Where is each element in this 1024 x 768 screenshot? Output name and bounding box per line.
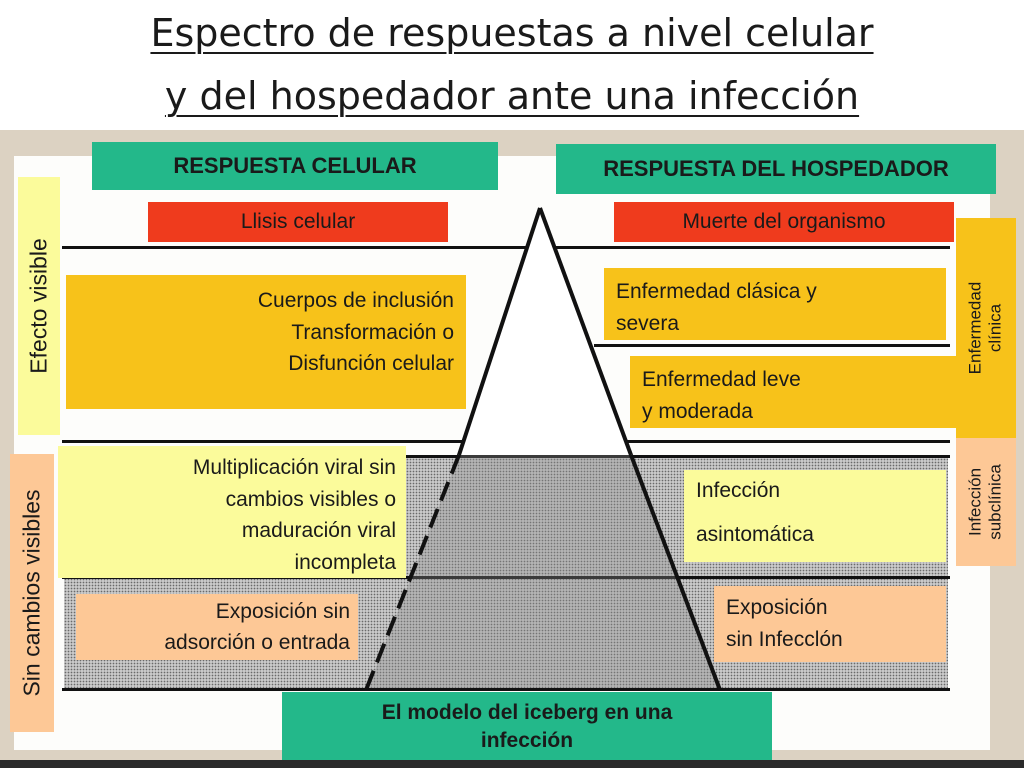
side-label-clinical-disease: Enfermedad clínica: [956, 218, 1016, 438]
waterline: [62, 455, 950, 458]
separator-line: [594, 344, 950, 347]
cell-lysis-box: Llisis celular: [148, 202, 448, 242]
exposure-no-adsorption-box: Exposición sin adsorción o entrada: [76, 594, 358, 660]
asymptomatic-infection-box: Infección asintomática: [684, 470, 946, 562]
separator-line: [62, 576, 950, 579]
side-label-no-visible-changes-text: Sin cambios visibles: [18, 489, 45, 697]
separator-line: [62, 246, 950, 249]
side-label-no-visible-changes: Sin cambios visibles: [10, 454, 54, 732]
viral-multiplication-box: Multiplicación viral sin cambios visible…: [58, 446, 406, 578]
side-label-visible-effect-text: Efecto visible: [25, 238, 52, 374]
bottom-toolbar-strip: [0, 760, 1024, 768]
inclusion-bodies-box: Cuerpos de inclusión Transformación o Di…: [66, 275, 466, 409]
slide-title-line-1: Espectro de respuestas a nivel celular: [150, 11, 874, 55]
separator-line: [62, 688, 950, 691]
diagram-frame: RESPUESTA CELULAR RESPUESTA DEL HOSPEDAD…: [0, 130, 1024, 768]
header-host-response: RESPUESTA DEL HOSPEDADOR: [556, 144, 996, 194]
header-cellular-response: RESPUESTA CELULAR: [92, 142, 498, 190]
slide-title-line-2: y del hospedador ante una infección: [164, 74, 860, 118]
organism-death-box: Muerte del organismo: [614, 202, 954, 242]
severe-disease-box: Enfermedad clásica y severa: [604, 268, 946, 340]
side-label-subclinical-infection-text: Infección subclínica: [965, 464, 1005, 540]
iceberg-model-caption: El modelo del iceberg en una infección: [282, 692, 772, 762]
side-label-subclinical-infection: Infección subclínica: [956, 438, 1016, 566]
exposure-no-infection-box: Exposición sin Infecclón: [714, 586, 946, 662]
side-label-clinical-disease-text: Enfermedad clínica: [965, 281, 1005, 375]
iceberg-triangle: [364, 207, 722, 691]
mild-disease-box: Enfermedad leve y moderada: [630, 356, 956, 428]
side-label-visible-effect: Efecto visible: [18, 177, 60, 435]
